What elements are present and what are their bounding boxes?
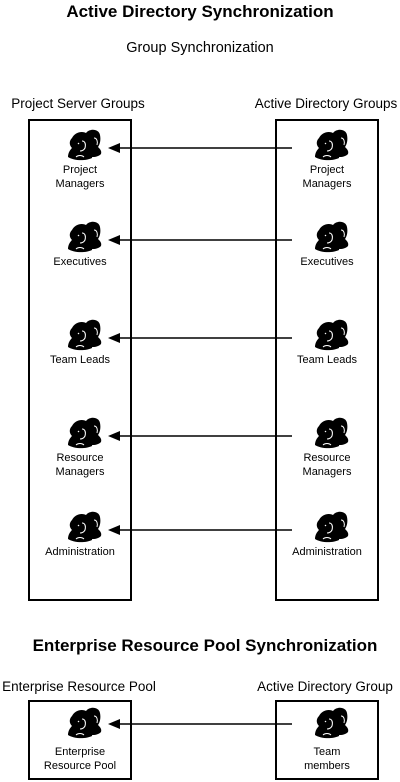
arrow-left-icon — [108, 719, 292, 729]
people-group-icon — [67, 417, 102, 449]
active-directory-groups-header: Active Directory Groups — [255, 96, 398, 111]
group-label: Managers — [56, 178, 105, 190]
main-title: Active Directory Synchronization — [66, 2, 333, 21]
group-label: Resource — [303, 452, 350, 464]
group-label: Resource — [56, 452, 103, 464]
project-server-groups-box — [28, 119, 132, 601]
enterprise-sync-title: Enterprise Resource Pool Synchronization — [33, 636, 378, 655]
active-directory-groups-box — [275, 119, 379, 601]
people-group-icon — [67, 511, 102, 543]
group-label: Executives — [53, 256, 107, 268]
group-label: Team Leads — [297, 354, 357, 366]
enterprise-resource-pool-box — [28, 700, 132, 780]
group-label: Administration — [292, 546, 362, 558]
enterprise-label: Resource Pool — [44, 760, 116, 772]
people-group-icon — [314, 511, 349, 543]
people-group-icon — [314, 417, 349, 449]
people-group-icon — [67, 221, 102, 253]
enterprise-label: members — [304, 760, 350, 772]
project-server-groups-header: Project Server Groups — [11, 96, 145, 111]
group-label: Administration — [45, 546, 115, 558]
people-group-icon — [314, 319, 349, 351]
group-label: Managers — [303, 178, 352, 190]
arrow-left-icon — [108, 525, 292, 535]
arrow-left-icon — [108, 333, 292, 343]
group-label: Team Leads — [50, 354, 110, 366]
group-label: Project — [310, 164, 344, 176]
group-label: Executives — [300, 256, 354, 268]
enterprise-label: Enterprise — [55, 746, 105, 758]
people-group-icon — [314, 707, 349, 739]
people-group-icon — [314, 221, 349, 253]
active-directory-group-header: Active Directory Group — [257, 679, 393, 694]
enterprise-resource-pool-header: Enterprise Resource Pool — [2, 679, 156, 694]
people-group-icon — [67, 129, 102, 161]
people-group-icon — [67, 319, 102, 351]
people-group-icon — [67, 707, 102, 739]
group-label: Project — [63, 164, 97, 176]
group-label: Managers — [303, 466, 352, 478]
arrow-left-icon — [108, 431, 292, 441]
group-rows: ProjectManagersProjectManagersExecutives… — [45, 129, 362, 558]
active-directory-group-box — [275, 700, 379, 780]
group-label: Managers — [56, 466, 105, 478]
group-sync-subtitle: Group Synchronization — [126, 40, 274, 56]
people-group-icon — [314, 129, 349, 161]
arrow-left-icon — [108, 143, 292, 153]
enterprise-label: Team — [314, 746, 341, 758]
arrow-left-icon — [108, 235, 292, 245]
